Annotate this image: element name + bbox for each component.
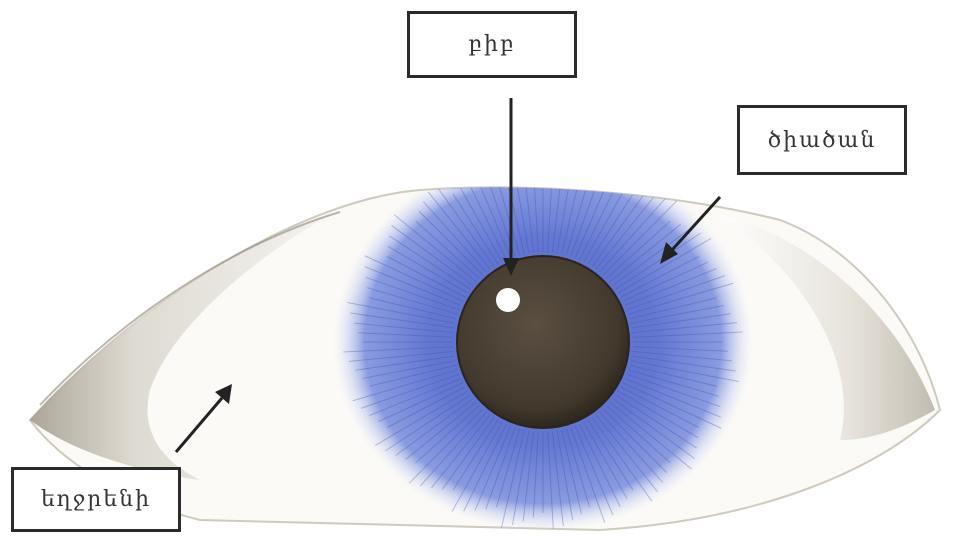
label-iris: ծիածան <box>737 105 907 175</box>
label-pupil: բիբ <box>407 11 577 78</box>
pupil <box>457 256 629 428</box>
label-cornea: եղջրենի <box>11 467 181 532</box>
label-cornea-text: եղջրենի <box>41 487 151 512</box>
label-iris-text: ծիածան <box>768 128 877 153</box>
label-pupil-text: բիբ <box>468 32 515 57</box>
pupil-highlight <box>496 288 520 312</box>
